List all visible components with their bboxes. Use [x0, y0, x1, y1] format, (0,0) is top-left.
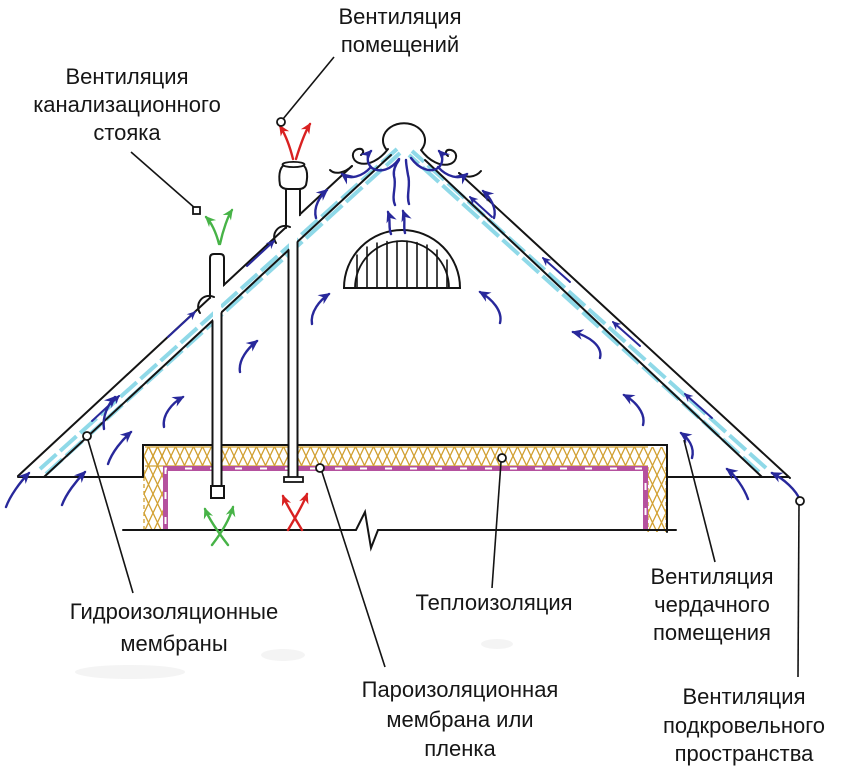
sewer-vent-arrows — [203, 208, 236, 547]
marker-hydro — [82, 431, 92, 441]
marker-sewer-vent — [192, 206, 201, 215]
leader-vapor — [321, 471, 386, 668]
leader-room-vent — [282, 56, 335, 120]
dormer-vent — [342, 229, 462, 289]
leader-attic-vent — [683, 439, 716, 563]
background-smudges — [75, 639, 513, 679]
leader-lines — [82, 56, 805, 678]
hydro-membrane-left — [38, 147, 402, 476]
ridge-cap — [382, 122, 426, 150]
labels: Вентиляция помещений Вентиляция канализа… — [33, 4, 825, 766]
room-vent-arrows — [278, 122, 312, 532]
leader-hydro — [87, 439, 134, 594]
marker-vapor — [315, 463, 325, 473]
label-room-vent-line2: помещений — [341, 32, 459, 57]
label-attic-vent-line2: чердачного — [654, 592, 770, 617]
label-hydro-line1: Гидроизоляционные — [70, 599, 278, 624]
marker-thermo — [497, 453, 507, 463]
roof-structure — [17, 147, 791, 552]
roof-inner-right — [424, 159, 763, 478]
label-sewer-vent-line1: Вентиляция — [66, 64, 189, 89]
sewer-pipe-flashing — [197, 294, 215, 314]
dormer-louver-slats — [356, 240, 448, 289]
label-vapor-line1: Пароизоляционная — [362, 677, 559, 702]
label-attic-vent-line3: помещения — [653, 620, 771, 645]
exhaust-duct-flashing — [273, 224, 291, 244]
leader-sewer-vent — [130, 151, 197, 210]
label-vapor-line3: пленка — [424, 736, 496, 761]
marker-room-vent — [276, 117, 286, 127]
label-vapor-line2: мембрана или — [386, 707, 533, 732]
label-room-vent-line1: Вентиляция — [339, 4, 462, 29]
label-underroof-vent-line1: Вентиляция — [683, 684, 806, 709]
exhaust-duct — [273, 160, 309, 483]
exhaust-duct-flange — [283, 476, 304, 483]
sewer-stack-pipe — [197, 253, 225, 499]
ridge-roof-end-left — [329, 165, 353, 174]
leader-underroof-vent — [797, 504, 800, 678]
label-attic-vent-line1: Вентиляция — [651, 564, 774, 589]
marker-underroof-vent — [795, 496, 805, 506]
vapor-barrier-membrane — [163, 466, 648, 530]
label-sewer-vent-line3: стояка — [93, 120, 161, 145]
label-sewer-vent-line2: канализационного — [33, 92, 221, 117]
ridge-vent — [329, 122, 482, 178]
label-thermal-insulation: Теплоизоляция — [415, 590, 572, 615]
label-hydro-line2: мембраны — [120, 631, 227, 656]
floor-line — [122, 508, 677, 552]
label-underroof-vent-line2: подкровельного — [663, 713, 825, 738]
leader-thermo — [491, 461, 502, 589]
label-underroof-vent-line3: пространства — [675, 741, 815, 766]
roof-outer-right — [458, 172, 791, 479]
